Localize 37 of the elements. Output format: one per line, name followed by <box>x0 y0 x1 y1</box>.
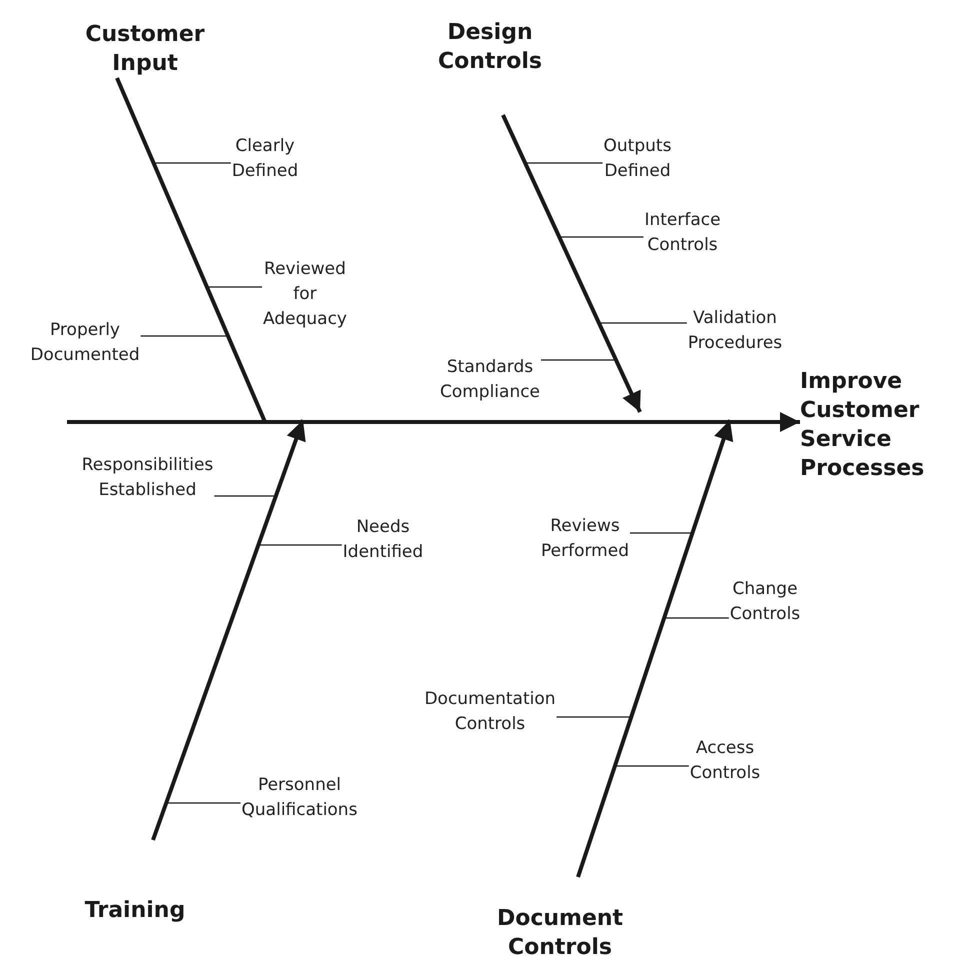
sub-bone-line <box>615 765 689 767</box>
cause-label: Reviewed for Adequacy <box>262 258 348 330</box>
category-label: Customer Input <box>84 21 206 78</box>
category-label: Document Controls <box>496 905 624 962</box>
cause-label: Change Controls <box>728 578 802 626</box>
bone-arrow <box>501 114 642 413</box>
bone-arrow <box>576 419 734 878</box>
sub-bone-line <box>154 162 231 164</box>
sub-bone-line <box>207 286 262 288</box>
category-label: Design Controls <box>436 19 544 76</box>
sub-bone-line <box>140 335 228 337</box>
sub-bone-line <box>541 359 616 361</box>
category-label: Training <box>84 897 186 925</box>
sub-bone-line <box>599 322 687 324</box>
cause-label: Responsibilities Established <box>80 454 214 502</box>
sub-bone-line <box>556 716 631 718</box>
spine-arrow <box>67 412 800 432</box>
sub-bone-line <box>559 236 644 238</box>
cause-label: Validation Procedures <box>686 306 784 354</box>
sub-bone-line <box>166 802 241 804</box>
sub-bone-line <box>214 495 276 497</box>
cause-label: Needs Identified <box>342 516 424 564</box>
cause-label: Documentation Controls <box>423 688 557 736</box>
sub-bone-line <box>630 532 692 534</box>
sub-bone-line <box>258 544 342 546</box>
cause-label: Clearly Defined <box>230 134 300 182</box>
cause-label: Outputs Defined <box>602 134 672 182</box>
cause-label: Access Controls <box>688 736 762 784</box>
cause-label: Standards Compliance <box>438 356 542 404</box>
effect-label: Improve Customer Service Processes <box>800 368 926 483</box>
cause-label: Properly Documented <box>29 318 141 366</box>
sub-bone-line <box>664 617 729 619</box>
cause-label: Reviews Performed <box>540 514 630 562</box>
cause-label: Interface Controls <box>643 208 722 256</box>
sub-bone-line <box>525 162 603 164</box>
cause-label: Personnel Qualifications <box>240 774 358 822</box>
bone-arrow <box>151 419 306 841</box>
